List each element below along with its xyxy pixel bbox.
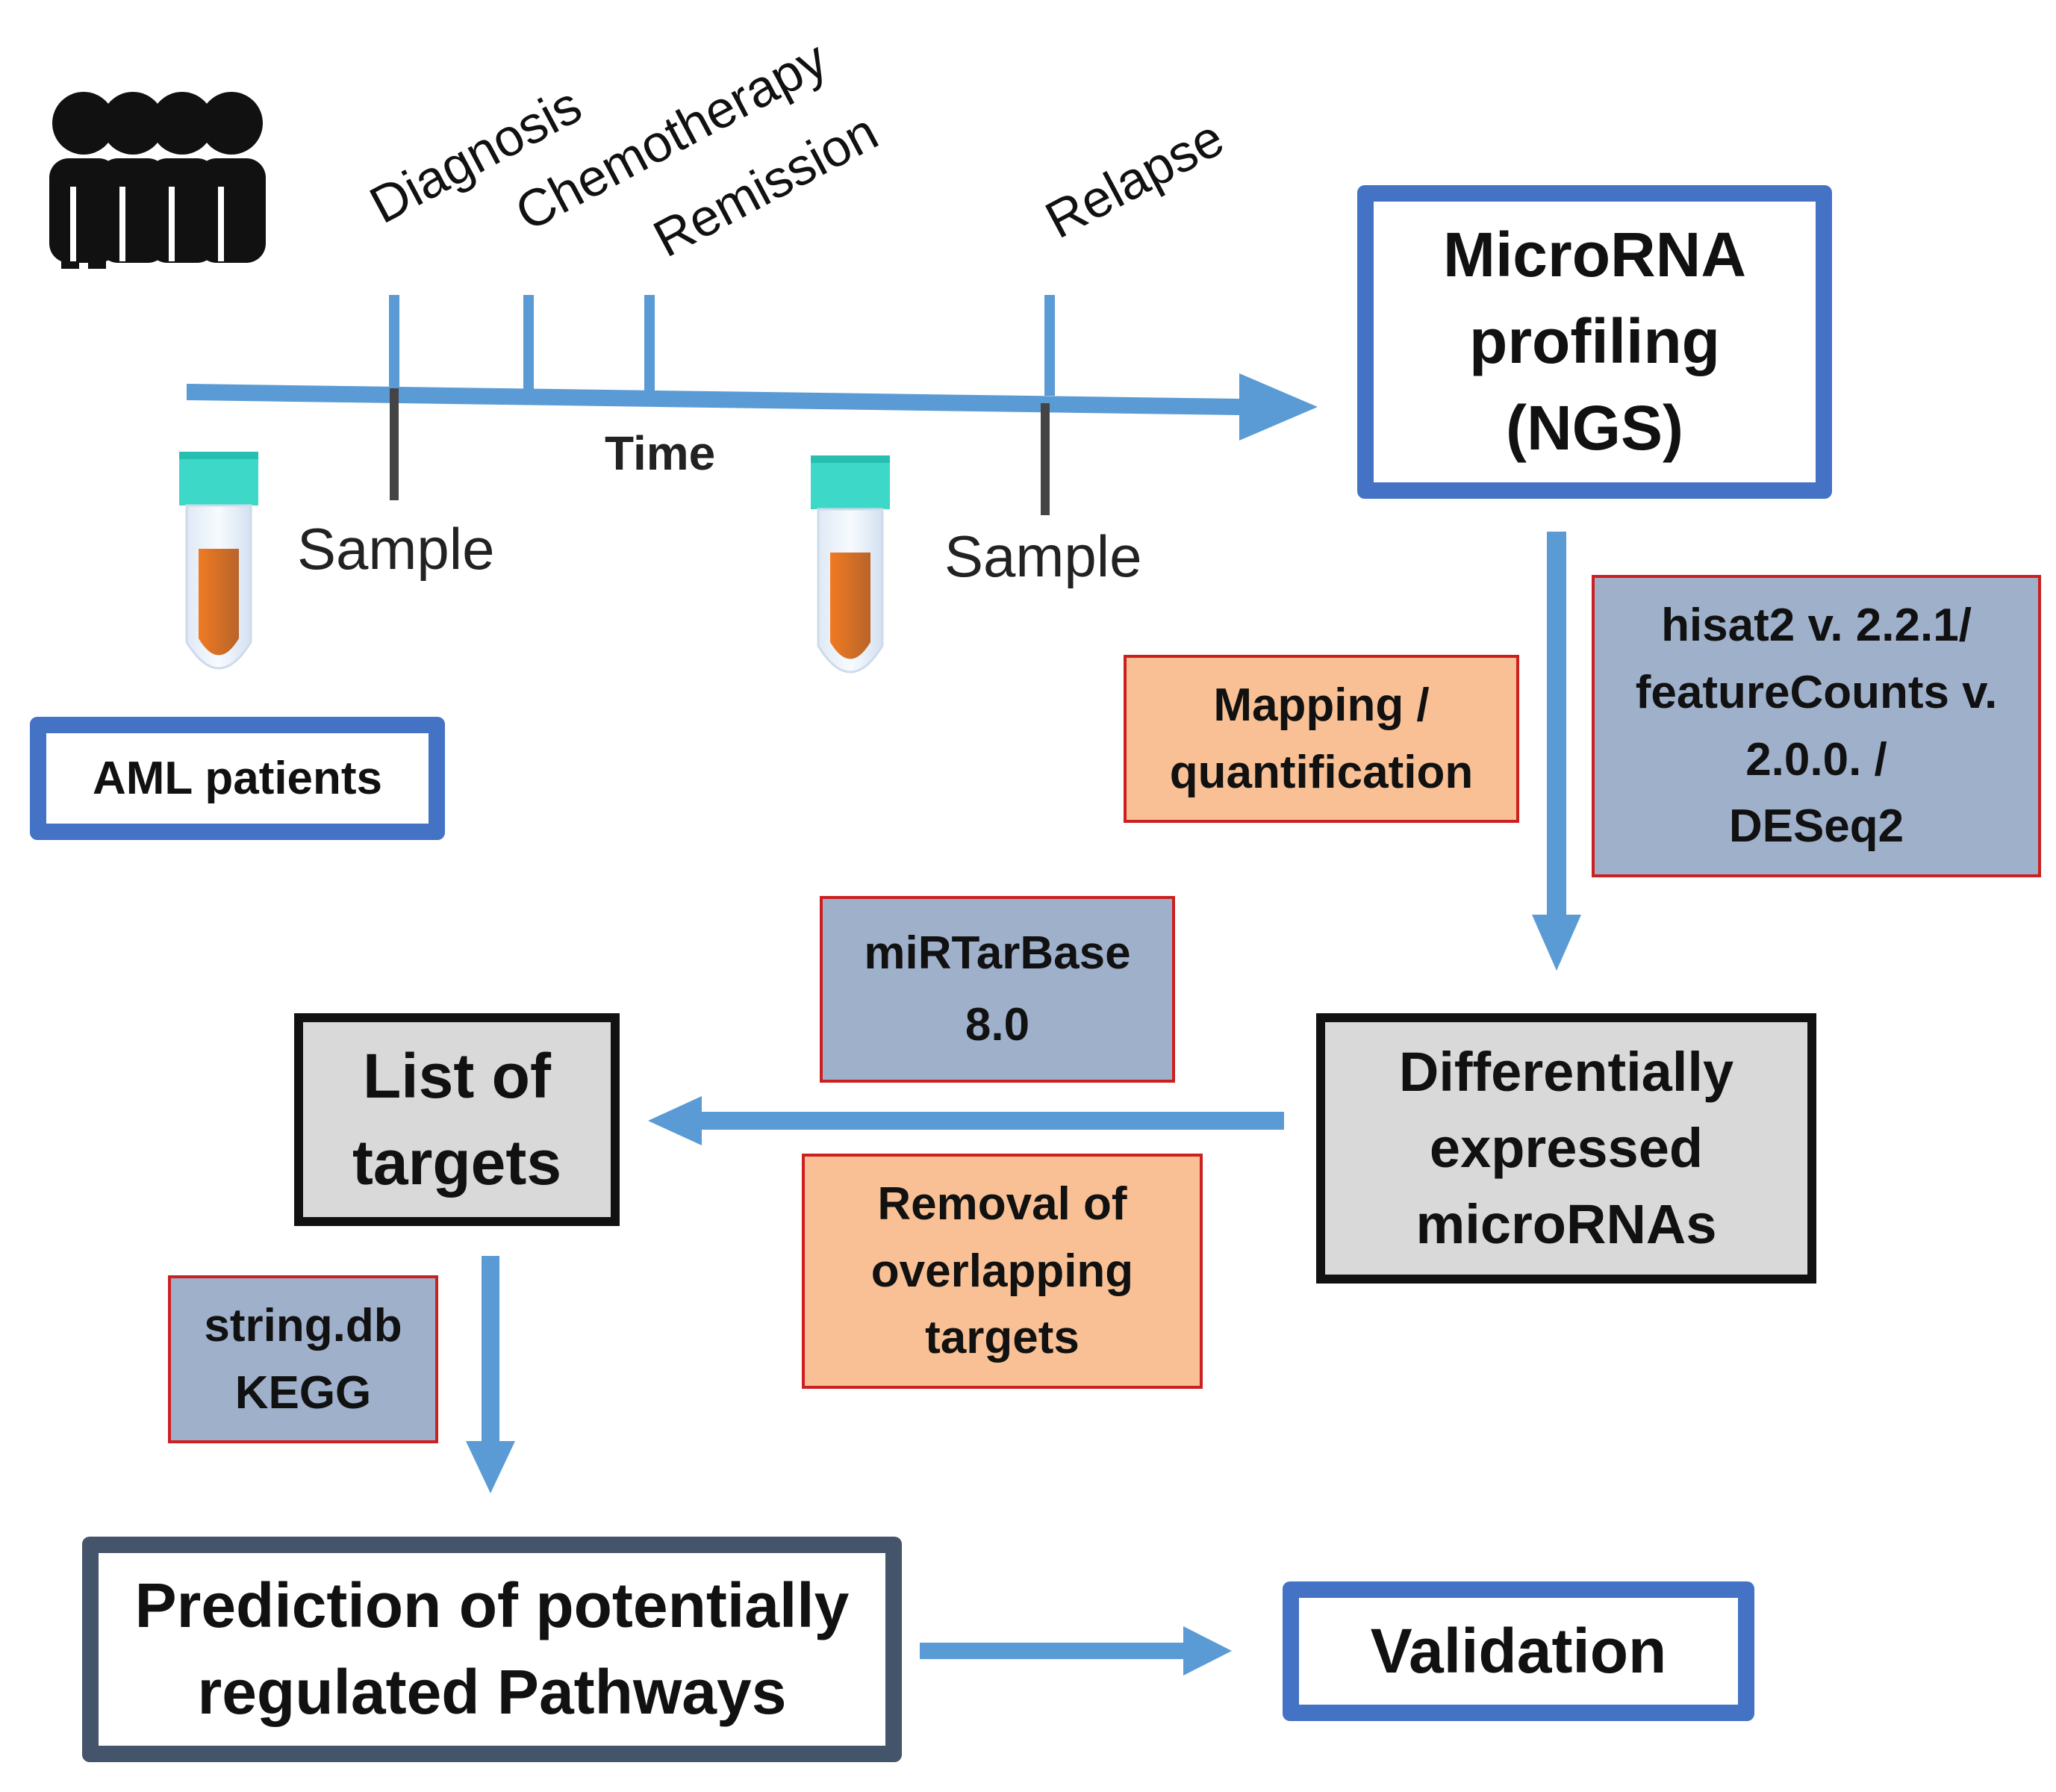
arrow-prediction-to-validation: [920, 1626, 1232, 1676]
people-icon: [49, 92, 266, 269]
sample-tube-icon: [179, 452, 258, 670]
removal-overlapping-box: Removal of overlapping targets: [802, 1154, 1203, 1389]
microrna-profiling-box: MicroRNA profiling (NGS): [1357, 185, 1832, 499]
mapping-quantification-box: Mapping / quantification: [1124, 655, 1519, 823]
aml-patients-box: AML patients: [30, 717, 445, 840]
arrow-targets-to-prediction: [466, 1256, 515, 1493]
timeline-event-ticks: [389, 295, 1055, 396]
tools-mapping-box: hisat2 v. 2.2.1/ featureCounts v. 2.0.0.…: [1592, 575, 2041, 877]
arrow-de-to-targets: [648, 1096, 1284, 1145]
sample-label-2: Sample: [944, 523, 1142, 589]
sample-label-1: Sample: [297, 516, 495, 582]
validation-box: Validation: [1283, 1581, 1754, 1721]
timeline-arrow: [187, 373, 1318, 441]
sample-tube-icon: [811, 455, 890, 673]
sample-ticks: [390, 388, 1050, 515]
timeline-axis-label: Time: [605, 426, 716, 480]
string-kegg-box: string.db KEGG: [168, 1275, 438, 1443]
mirtarbase-box: miRTarBase 8.0: [820, 896, 1175, 1083]
list-of-targets-box: List of targets: [294, 1013, 620, 1226]
de-micrornas-box: Differentially expressed microRNAs: [1316, 1013, 1816, 1284]
arrow-profiling-to-de: [1532, 532, 1581, 971]
prediction-pathways-box: Prediction of potentially regulated Path…: [82, 1537, 902, 1762]
